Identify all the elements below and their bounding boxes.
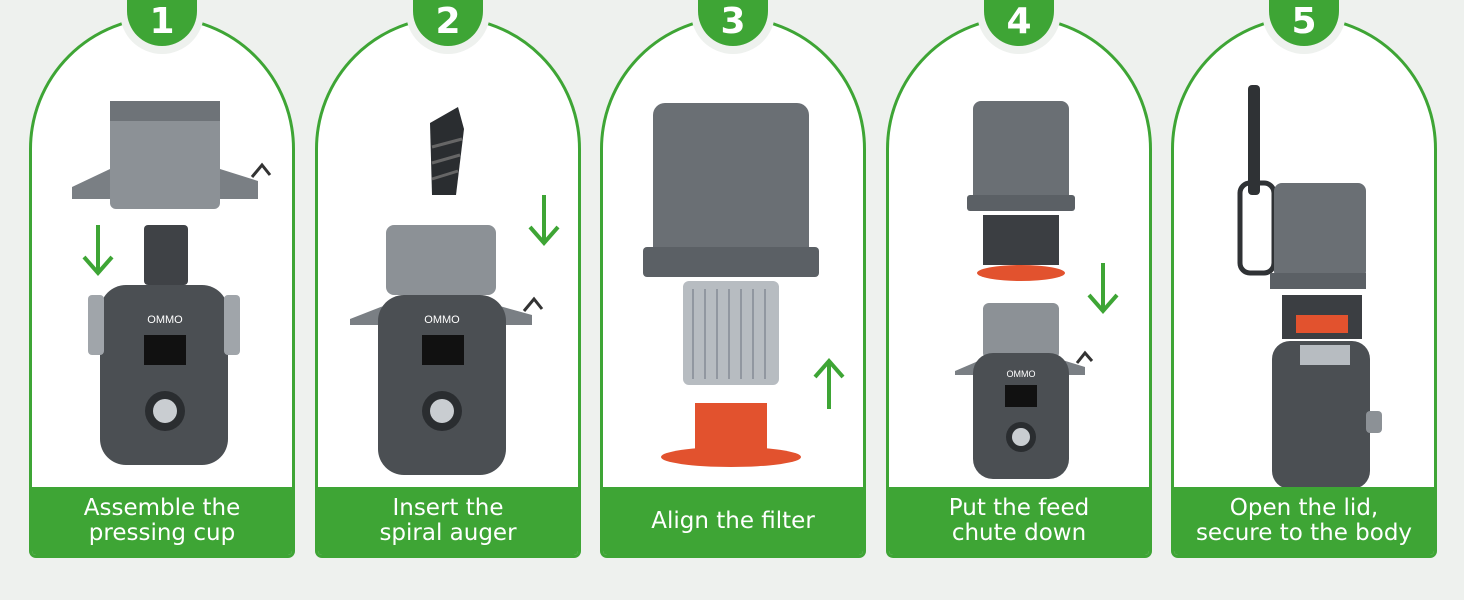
arrow-down-icon: [1087, 263, 1119, 315]
juicer-body: [973, 353, 1069, 479]
juicer-body: [100, 285, 228, 465]
spiral-auger: [430, 107, 464, 195]
step-card-3: Align the filter 3: [600, 0, 866, 600]
step-caption: Align the filter: [603, 487, 863, 555]
step-card-5: Open the lid, secure to the body 5: [1171, 0, 1437, 600]
step-number: 5: [1269, 0, 1339, 46]
step-badge: 5: [1262, 0, 1346, 54]
brand-logo: OMMO: [1007, 369, 1036, 379]
card-frame: OMMO Assemble the pressing cup: [29, 16, 295, 558]
filter: [683, 281, 779, 385]
juicer-body: [1272, 341, 1370, 489]
brand-logo: OMMO: [424, 314, 460, 326]
step-caption: Open the lid, secure to the body: [1174, 487, 1434, 555]
juicer-body: [378, 295, 506, 475]
juicer-assembly-illustration: OMMO: [955, 101, 1119, 479]
step-number: 3: [698, 0, 768, 46]
card-frame: OMMO Insert the spiral auger: [315, 16, 581, 558]
juicer-side-illustration: [1237, 85, 1382, 489]
rotating-brush: [695, 403, 767, 453]
card-frame: Align the filter: [600, 16, 866, 558]
arrow-down-icon: [528, 195, 560, 247]
step-badge: 4: [977, 0, 1061, 54]
step-caption: Insert the spiral auger: [318, 487, 578, 555]
juicer-assembly-illustration: OMMO: [72, 101, 272, 465]
feed-chute: [973, 101, 1069, 203]
step-card-2: OMMO Insert the spiral auger 2: [315, 0, 581, 600]
arrow-up-icon: [813, 357, 845, 409]
brand-logo: OMMO: [147, 314, 183, 326]
filter-assembly-illustration: [643, 103, 845, 467]
step-caption: Assemble the pressing cup: [32, 487, 292, 555]
juicer-assembly-illustration: OMMO: [350, 107, 560, 475]
step-number: 2: [413, 0, 483, 46]
step-caption: Put the feed chute down: [889, 487, 1149, 555]
pressing-cup: [110, 101, 220, 209]
step-number: 4: [984, 0, 1054, 46]
handle: [1237, 180, 1277, 276]
step-card-4: OMMO Put the feed chute down 4: [886, 0, 1152, 600]
step-number: 1: [127, 0, 197, 46]
card-frame: OMMO Put the feed chute down: [886, 16, 1152, 558]
pressing-cup: [653, 103, 809, 263]
card-frame: Open the lid, secure to the body: [1171, 16, 1437, 558]
arrow-down-icon: [82, 225, 114, 277]
step-card-1: OMMO Assemble the pressing cup 1: [29, 0, 295, 600]
lid: [1248, 85, 1260, 195]
